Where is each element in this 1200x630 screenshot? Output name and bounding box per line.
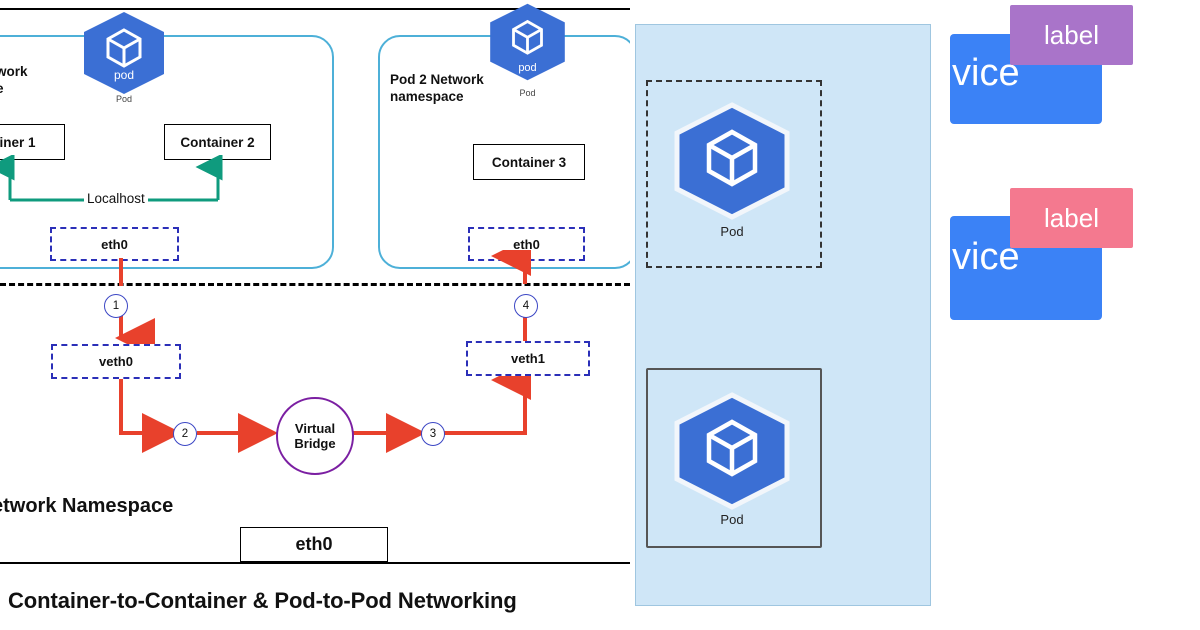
pod1-badge-subcaption: Pod [115,94,132,104]
container-2-label: Container 2 [180,134,255,150]
virtual-bridge-node: Virtual Bridge [276,397,354,475]
diagram-caption: Container-to-Container & Pod-to-Pod Netw… [8,588,517,613]
kubernetes-hexagon-icon [490,3,565,81]
pod2-kubernetes-badge [479,0,576,84]
veth1-label: veth1 [511,351,545,366]
localhost-label: Localhost [84,191,148,206]
kubernetes-hexagon-icon [84,12,164,94]
pod1-badge-text: pod [113,68,135,82]
service-card-1-text: vice [952,52,1020,94]
virtual-bridge-label-line1: Virtual [294,421,336,436]
veth0-box: veth0 [51,344,181,379]
pod1-namespace-label-line2: e [0,81,4,96]
step-number-4: 4 [514,294,538,318]
pod-caption-2: Pod [720,512,744,527]
service-label-chip-1: label [1010,5,1133,65]
pod2-badge-text: pod [518,62,537,74]
cluster-region [635,24,931,606]
pod1-namespace-label-line1: work [0,64,28,79]
service-card-2-text: vice [952,236,1020,278]
veth0-label: veth0 [99,354,133,369]
service-label-diagram: vice label vice label [950,0,1200,630]
host-network-namespace-title: etwork Namespace [0,495,174,517]
pod1-eth0-box: eth0 [50,227,179,261]
pod1-kubernetes-badge [72,8,176,98]
bottom-divider [0,562,630,564]
kubernetes-hexagon-icon [674,392,790,510]
node-dashed-region [646,80,822,268]
step-number-3: 3 [421,422,445,446]
pod2-namespace-label-line1: Pod 2 Network [390,72,484,87]
kubernetes-hexagon-icon [674,102,790,220]
container-3-label: Container 3 [491,154,567,170]
pod1-eth0-label: eth0 [101,236,128,252]
pod-caption-1: Pod [720,224,744,239]
top-divider [0,8,630,10]
host-eth0-box: eth0 [240,527,388,562]
service-label-chip-1-text: label [1044,19,1099,50]
host-eth0-label: eth0 [295,534,333,554]
pod2-namespace-label: Pod 2 Network namespace [390,71,530,105]
container-to-container-networking-diagram: work e Pod 2 Network namespace pod Pod [0,0,630,613]
pod2-eth0-label: eth0 [513,236,540,252]
node-solid-region [646,368,822,548]
container-3-box: Container 3 [473,144,585,180]
container-1-box: tainer 1 [0,124,65,160]
pod-badge-2 [662,390,802,512]
veth1-box: veth1 [466,341,590,376]
step-number-1: 1 [104,294,128,318]
pod1-namespace-label: work e [0,63,66,97]
pod2-namespace-label-line2: namespace [390,89,464,104]
container-2-box: Container 2 [164,124,271,160]
service-label-chip-2: label [1010,188,1133,248]
cluster-pod-layout-diagram: Pod Pod [630,0,950,630]
namespace-separator [0,283,630,286]
service-label-chip-2-text: label [1044,202,1099,233]
virtual-bridge-label-line2: Bridge [294,436,336,451]
pod2-badge-subcaption: Pod [519,88,536,98]
step-number-2: 2 [173,422,197,446]
pod-to-pod-red-path [115,250,531,453]
pod-badge-1 [662,100,802,222]
container-1-label: tainer 1 [0,134,36,150]
